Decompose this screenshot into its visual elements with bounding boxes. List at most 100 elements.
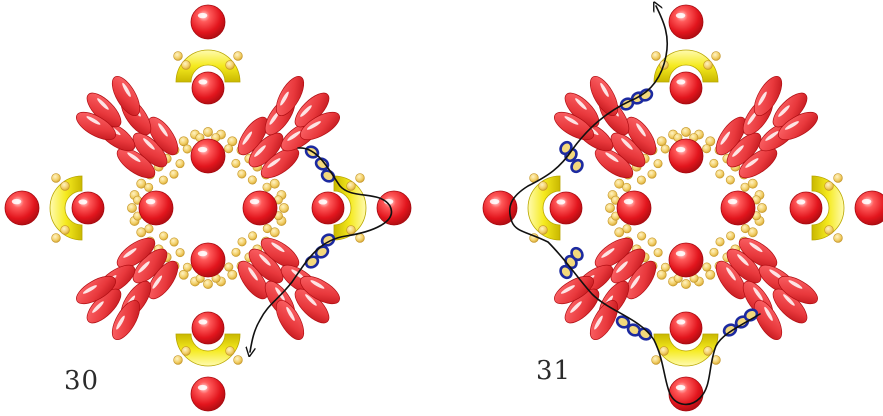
seed-bead bbox=[175, 159, 185, 169]
seed-bead bbox=[227, 136, 238, 147]
bead-highlight bbox=[676, 319, 686, 325]
drop-bead-body bbox=[594, 237, 634, 269]
seed-bead bbox=[181, 60, 191, 70]
seed-bead bbox=[726, 231, 736, 241]
drop-bead-body bbox=[715, 260, 747, 300]
crescent-bead bbox=[333, 175, 367, 241]
drop-bead-body bbox=[116, 237, 156, 269]
drop-bead-highlight bbox=[753, 287, 763, 301]
thread-bead bbox=[559, 140, 573, 156]
seed-bead bbox=[681, 279, 691, 289]
seed-bead bbox=[651, 355, 661, 365]
step-number-30: 30 bbox=[64, 366, 100, 396]
seed-bead bbox=[60, 181, 70, 191]
drop-bead-body bbox=[554, 111, 594, 141]
seed-bead bbox=[605, 203, 615, 213]
drop-bead-body bbox=[260, 237, 300, 269]
drop-bead-body bbox=[778, 111, 818, 141]
seed-bead bbox=[181, 346, 191, 356]
drop-bead-body bbox=[111, 300, 141, 340]
seed-bead bbox=[169, 169, 179, 179]
drop-bead bbox=[147, 260, 179, 300]
seed-bead bbox=[637, 231, 647, 241]
bead-highlight bbox=[198, 79, 208, 85]
thread-path bbox=[250, 147, 393, 352]
bead-highlight bbox=[727, 198, 738, 205]
bead-highlight bbox=[197, 146, 208, 153]
seed-bead bbox=[173, 51, 183, 61]
drop-bead-highlight bbox=[122, 82, 131, 97]
drop-bead bbox=[300, 275, 340, 305]
round-bead bbox=[311, 191, 345, 225]
figure-step-31 bbox=[482, 5, 883, 412]
drop-bead-highlight bbox=[242, 131, 253, 145]
seed-bead bbox=[538, 225, 548, 235]
drop-bead bbox=[275, 300, 305, 340]
drop-bead-body bbox=[147, 260, 179, 300]
seed-bead bbox=[346, 181, 356, 191]
seed-bead bbox=[703, 60, 713, 70]
round-bead bbox=[789, 191, 823, 225]
drop-bead bbox=[260, 147, 300, 179]
seed-bead bbox=[653, 248, 663, 258]
seed-bead bbox=[225, 60, 235, 70]
seed-bead bbox=[614, 178, 625, 189]
drop-bead-highlight bbox=[280, 91, 289, 106]
drop-bead-highlight bbox=[720, 131, 731, 145]
drop-bead-highlight bbox=[745, 158, 759, 168]
round-bead bbox=[71, 191, 105, 225]
drop-bead-highlight bbox=[306, 121, 321, 130]
drop-bead bbox=[554, 111, 594, 141]
seed-bead bbox=[705, 136, 716, 147]
seed-bead bbox=[224, 144, 234, 154]
thread-bead bbox=[570, 158, 584, 174]
drop-bead-highlight bbox=[116, 315, 125, 330]
step-number-31: 31 bbox=[536, 356, 572, 386]
drop-bead-highlight bbox=[127, 152, 141, 163]
drop-bead-highlight bbox=[778, 105, 790, 117]
drop-bead bbox=[778, 111, 818, 141]
drop-bead-body bbox=[753, 300, 783, 340]
seed-bead bbox=[262, 182, 272, 192]
drop-bead-highlight bbox=[788, 280, 803, 289]
seed-bead bbox=[725, 175, 735, 185]
seed-bead bbox=[355, 233, 365, 243]
seed-bead bbox=[51, 233, 61, 243]
seed-bead bbox=[159, 231, 169, 241]
round-bead bbox=[668, 376, 704, 412]
round-bead bbox=[242, 190, 278, 226]
drop-bead-highlight bbox=[600, 82, 609, 97]
drop-bead-highlight bbox=[783, 294, 795, 306]
seed-bead bbox=[169, 237, 179, 247]
seed-bead bbox=[656, 136, 667, 147]
drop-bead bbox=[778, 275, 818, 305]
seed-bead bbox=[227, 269, 238, 280]
bead-highlight bbox=[675, 250, 686, 257]
drop-bead bbox=[625, 260, 657, 300]
seed-bead bbox=[757, 203, 767, 213]
drop-bead bbox=[753, 300, 783, 340]
drop-bead-body bbox=[111, 76, 141, 116]
drop-bead-body bbox=[76, 275, 116, 305]
drop-bead-highlight bbox=[726, 267, 736, 281]
seed-bead bbox=[175, 248, 185, 258]
drop-bead bbox=[111, 300, 141, 340]
bead-highlight bbox=[861, 198, 872, 205]
drop-bead-highlight bbox=[269, 111, 280, 125]
thread-bead-ring bbox=[314, 157, 330, 171]
figure-step-30 bbox=[4, 4, 412, 412]
drop-bead-highlight bbox=[138, 261, 150, 273]
bead-highlight bbox=[675, 146, 686, 153]
drop-bead bbox=[294, 92, 330, 128]
round-bead bbox=[191, 311, 225, 345]
bead-highlight bbox=[675, 12, 686, 19]
bead-highlight bbox=[197, 12, 208, 19]
drop-bead-highlight bbox=[636, 123, 646, 137]
seed-bead bbox=[824, 181, 834, 191]
seed-bead bbox=[136, 178, 147, 189]
seed-bead bbox=[709, 247, 719, 257]
drop-bead bbox=[147, 116, 179, 156]
drop-bead bbox=[237, 260, 269, 300]
seed-bead bbox=[262, 224, 272, 234]
